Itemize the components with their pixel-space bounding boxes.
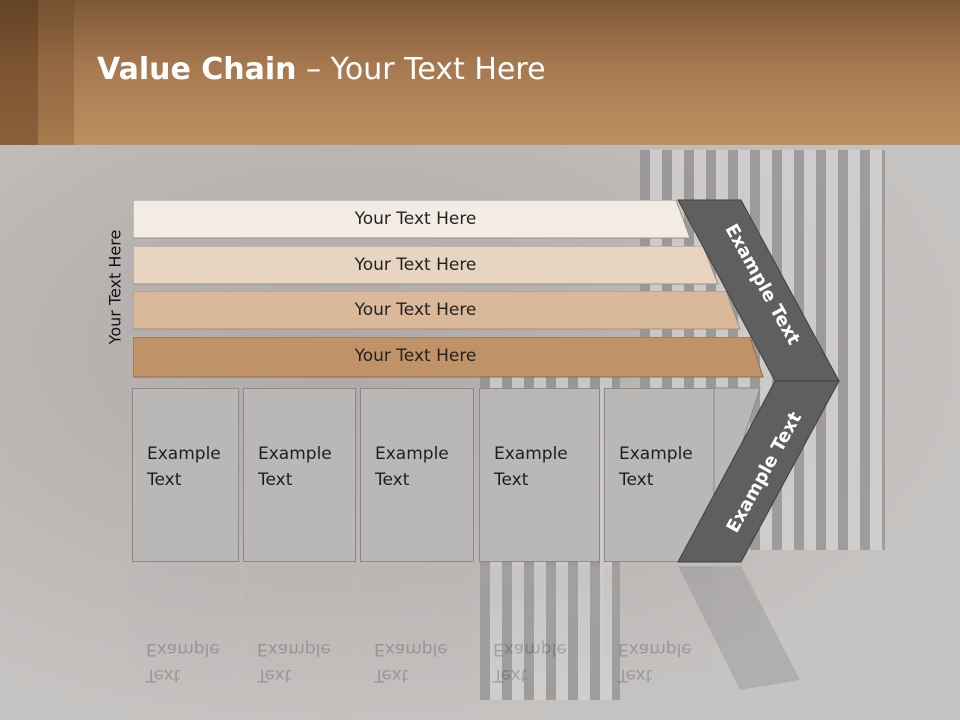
slide-title: Value Chain – Your Text Here — [97, 52, 546, 87]
box-2-line1: Example — [258, 444, 332, 464]
title-bold: Value Chain — [97, 52, 297, 87]
box-5-line2: Text — [619, 470, 654, 490]
chevron-lower-shape — [677, 380, 840, 563]
box-1-line2: Text — [147, 470, 182, 490]
box-4-line1: Example — [494, 444, 568, 464]
row-3-shape — [133, 291, 741, 330]
box-3-line1: Example — [375, 444, 449, 464]
row-1-label: Your Text Here — [354, 209, 477, 229]
row-4-label: Your Text Here — [354, 346, 477, 366]
row-2-shape — [133, 246, 719, 285]
header-accent-strip-2 — [38, 0, 74, 145]
chevron-reflection — [678, 566, 800, 690]
row-2-label: Your Text Here — [354, 255, 477, 275]
title-bar: Value Chain – Your Text Here — [0, 0, 960, 145]
row-3-label: Your Text Here — [354, 300, 477, 320]
box-1-line1: Example — [147, 444, 221, 464]
box-2-line2: Text — [258, 470, 293, 490]
title-rest: – Your Text Here — [296, 52, 546, 87]
box-5-line1: Example — [619, 444, 693, 464]
box-4-line2: Text — [494, 470, 529, 490]
row-4-shape — [133, 337, 764, 378]
box-3-line2: Text — [375, 470, 410, 490]
header-accent-strip — [0, 0, 38, 145]
row-1-shape — [133, 200, 691, 239]
